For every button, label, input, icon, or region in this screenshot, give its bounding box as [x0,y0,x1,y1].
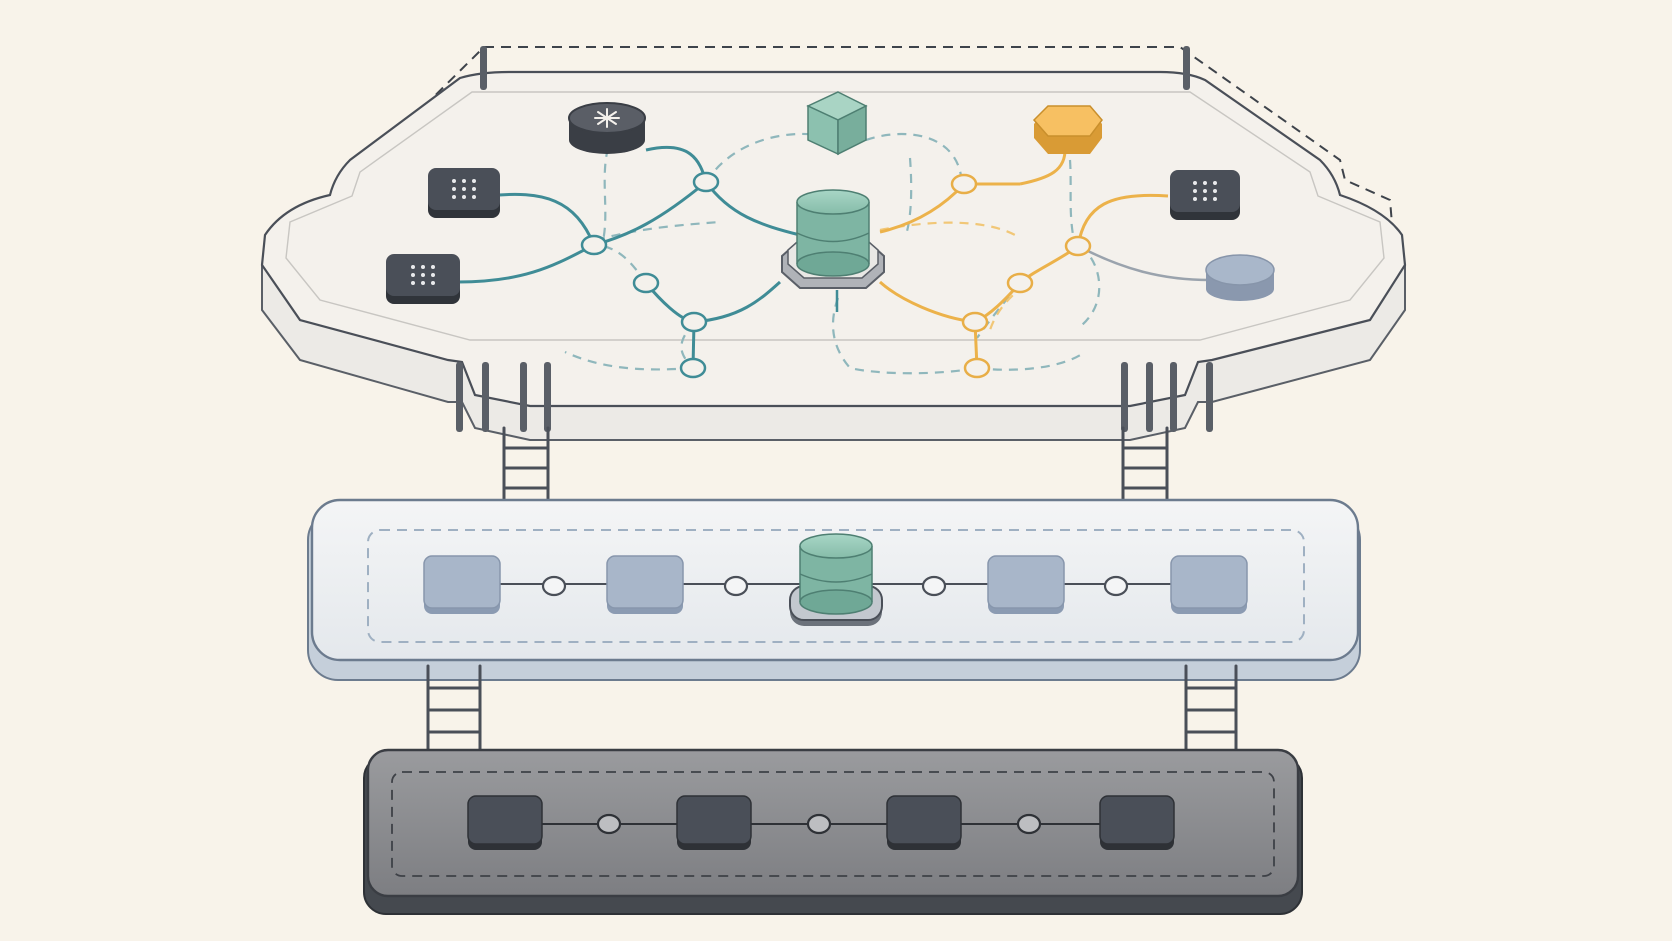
junction-node [679,357,707,379]
top-layer-inner-rim [285,91,1385,341]
middle-block [1170,555,1248,614]
junction-node [961,311,989,333]
junction-node [963,357,991,379]
junction-nodes-middle [541,575,1129,597]
post-icon [480,46,1190,90]
junction-node [1016,813,1042,835]
junction-node [1103,575,1129,597]
junction-node [541,575,567,597]
middle-layer-dashed-border [367,529,1305,643]
hub [781,189,885,312]
junction-node [921,575,947,597]
bottom-block [676,795,752,850]
ladder-icon [1184,664,1238,752]
bottom-block [886,795,962,850]
grid-dots-icon [1193,181,1217,201]
middle-block [606,555,684,614]
bottom-layer [363,748,1303,915]
ladder-icon [1121,426,1169,502]
asterisk-icon [594,108,620,128]
junction-node [692,171,720,193]
star-node [568,102,646,154]
cube-node [806,91,868,156]
ladder-icon [502,426,550,502]
database-icon [799,533,873,615]
grid-dots-icon [452,179,476,199]
grid-node-right [1170,170,1240,220]
junction-node [1064,235,1092,257]
middle-database-node [789,533,883,626]
junction-nodes-bottom [596,813,1042,835]
database-icon [796,189,870,277]
junction-node [1006,272,1034,294]
junction-nodes-amber [950,173,1092,379]
middle-block [987,555,1065,614]
bottom-block [1099,795,1175,850]
junction-nodes-teal [580,171,720,379]
front-posts [456,362,1213,432]
middle-layer [307,498,1361,681]
middle-block [423,555,501,614]
junction-node [580,234,608,256]
disc-node [1205,254,1275,301]
bottom-block [467,795,543,850]
gray-link [1077,244,1211,282]
grid-node-left-2 [386,254,460,304]
grid-node-left-1 [428,168,500,218]
top-layer [260,46,1407,441]
hex-node [1032,105,1103,154]
junction-node [806,813,832,835]
ladder-icon [426,664,482,752]
junction-node [723,575,749,597]
junction-node [596,813,622,835]
junction-node [950,173,978,195]
junction-node [632,272,660,294]
hexagon-icon [1032,105,1103,137]
junction-node [680,311,708,333]
bottom-layer-dashed-border [391,771,1275,877]
disc-icon [1205,254,1275,286]
grid-dots-icon [411,265,435,285]
